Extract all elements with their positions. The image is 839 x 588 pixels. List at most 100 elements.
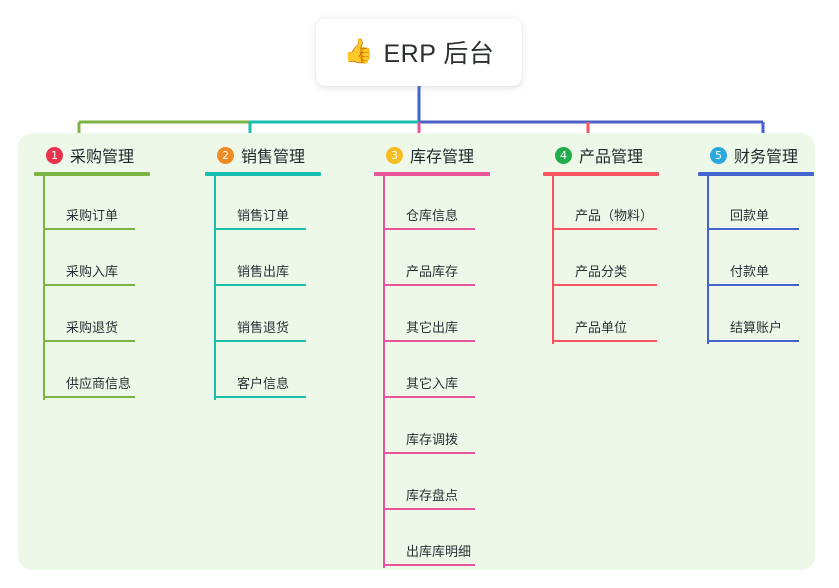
leaf-label: 产品（物料）	[575, 208, 654, 223]
leaf-node[interactable]: 产品分类	[543, 232, 659, 288]
leaf-rule	[43, 284, 135, 286]
leaf-label: 产品分类	[575, 264, 628, 279]
leaf-rule	[552, 228, 657, 230]
leaf-node[interactable]: 客户信息	[205, 344, 321, 400]
leaf-node[interactable]: 回款单	[698, 176, 814, 232]
leaf-label: 回款单	[730, 208, 770, 223]
leaf-node[interactable]: 采购退货	[34, 288, 150, 344]
leaf-label: 付款单	[730, 264, 770, 279]
leaf-rule	[383, 396, 475, 398]
leaf-label: 产品单位	[575, 320, 628, 335]
leaf-rule	[552, 284, 657, 286]
diagram-panel	[18, 133, 815, 570]
branch-column-3: 3 库存管理 仓库信息产品库存其它出库其它入库库存调拨库存盘点出库库明细	[374, 142, 490, 568]
leaf-rule	[214, 228, 306, 230]
leaf-node[interactable]: 结算账户	[698, 288, 814, 344]
branch-spine-2	[214, 176, 216, 400]
branch-header-2[interactable]: 2 销售管理	[205, 142, 321, 168]
branch-spine-1	[43, 176, 45, 400]
leaf-rule	[43, 396, 135, 398]
branch-spine-3	[383, 176, 385, 568]
branch-badge-3: 3	[386, 146, 403, 164]
leaf-label: 销售退货	[237, 320, 290, 335]
branch-badge-4: 4	[555, 146, 572, 164]
leaf-node[interactable]: 产品单位	[543, 288, 659, 344]
branch-column-1: 1 采购管理 采购订单采购入库采购退货供应商信息	[34, 142, 150, 400]
root-title: ERP 后台	[383, 40, 495, 68]
branch-label-3: 库存管理	[410, 149, 475, 166]
leaf-node[interactable]: 采购订单	[34, 176, 150, 232]
branch-column-2: 2 销售管理 销售订单销售出库销售退货客户信息	[205, 142, 321, 400]
leaf-rule	[383, 508, 475, 510]
root-node[interactable]: 👍 ERP 后台	[316, 18, 522, 86]
branch-header-3[interactable]: 3 库存管理	[374, 142, 490, 168]
branch-label-5: 财务管理	[734, 149, 799, 166]
leaf-node[interactable]: 采购入库	[34, 232, 150, 288]
branch-badge-5: 5	[710, 146, 727, 164]
branch-header-1[interactable]: 1 采购管理	[34, 142, 150, 168]
leaf-rule	[43, 340, 135, 342]
branch-items-4: 产品（物料） 产品分类产品单位	[543, 176, 659, 344]
leaf-node[interactable]: 产品（物料）	[543, 176, 659, 232]
branch-rule-5	[698, 172, 814, 176]
leaf-rule	[707, 340, 799, 342]
branch-rule-4	[543, 172, 659, 176]
leaf-node[interactable]: 出库库明细	[374, 512, 490, 568]
branch-rule-1	[34, 172, 150, 176]
leaf-label: 采购订单	[66, 208, 119, 223]
leaf-node[interactable]: 产品库存	[374, 232, 490, 288]
leaf-label: 仓库信息	[406, 208, 459, 223]
leaf-rule	[43, 228, 135, 230]
leaf-rule	[214, 340, 306, 342]
leaf-node[interactable]: 销售出库	[205, 232, 321, 288]
leaf-rule	[214, 284, 306, 286]
branch-badge-1: 1	[46, 146, 63, 164]
leaf-label: 结算账户	[730, 320, 783, 335]
branch-header-4[interactable]: 4 产品管理	[543, 142, 659, 168]
leaf-label: 库存调拨	[406, 432, 459, 447]
root-node-inner: 👍 ERP 后台	[344, 34, 495, 70]
branch-items-2: 销售订单销售出库销售退货客户信息	[205, 176, 321, 400]
leaf-label: 采购退货	[66, 320, 119, 335]
leaf-rule	[383, 564, 475, 566]
branch-items-1: 采购订单采购入库采购退货供应商信息	[34, 176, 150, 400]
leaf-label: 客户信息	[237, 376, 290, 391]
leaf-node[interactable]: 其它入库	[374, 344, 490, 400]
leaf-label: 其它入库	[406, 376, 459, 391]
leaf-node[interactable]: 库存调拨	[374, 400, 490, 456]
leaf-rule	[383, 228, 475, 230]
branch-badge-2: 2	[217, 146, 234, 164]
leaf-label: 库存盘点	[406, 488, 459, 503]
leaf-node[interactable]: 供应商信息	[34, 344, 150, 400]
leaf-node[interactable]: 其它出库	[374, 288, 490, 344]
leaf-rule	[707, 284, 799, 286]
branch-column-5: 5 财务管理 回款单付款单结算账户	[698, 142, 814, 344]
branch-label-4: 产品管理	[579, 149, 644, 166]
leaf-label: 采购入库	[66, 264, 119, 279]
leaf-rule	[383, 340, 475, 342]
leaf-rule	[707, 228, 799, 230]
branch-spine-4	[552, 176, 554, 344]
leaf-node[interactable]: 仓库信息	[374, 176, 490, 232]
thumbs-up-icon: 👍	[343, 38, 374, 65]
branch-rule-3	[374, 172, 490, 176]
branch-header-5[interactable]: 5 财务管理	[698, 142, 814, 168]
leaf-node[interactable]: 销售订单	[205, 176, 321, 232]
leaf-rule	[214, 396, 306, 398]
leaf-node[interactable]: 库存盘点	[374, 456, 490, 512]
leaf-label: 供应商信息	[66, 376, 132, 391]
leaf-label: 其它出库	[406, 320, 459, 335]
branch-label-2: 销售管理	[241, 149, 306, 166]
leaf-node[interactable]: 付款单	[698, 232, 814, 288]
leaf-node[interactable]: 销售退货	[205, 288, 321, 344]
leaf-label: 出库库明细	[406, 544, 472, 559]
leaf-rule	[552, 340, 657, 342]
leaf-rule	[383, 452, 475, 454]
branch-items-3: 仓库信息产品库存其它出库其它入库库存调拨库存盘点出库库明细	[374, 176, 490, 568]
branch-spine-5	[707, 176, 709, 344]
leaf-label: 销售订单	[237, 208, 290, 223]
branch-column-4: 4 产品管理 产品（物料） 产品分类产品单位	[543, 142, 659, 344]
branch-label-1: 采购管理	[70, 149, 135, 166]
leaf-label: 销售出库	[237, 264, 290, 279]
